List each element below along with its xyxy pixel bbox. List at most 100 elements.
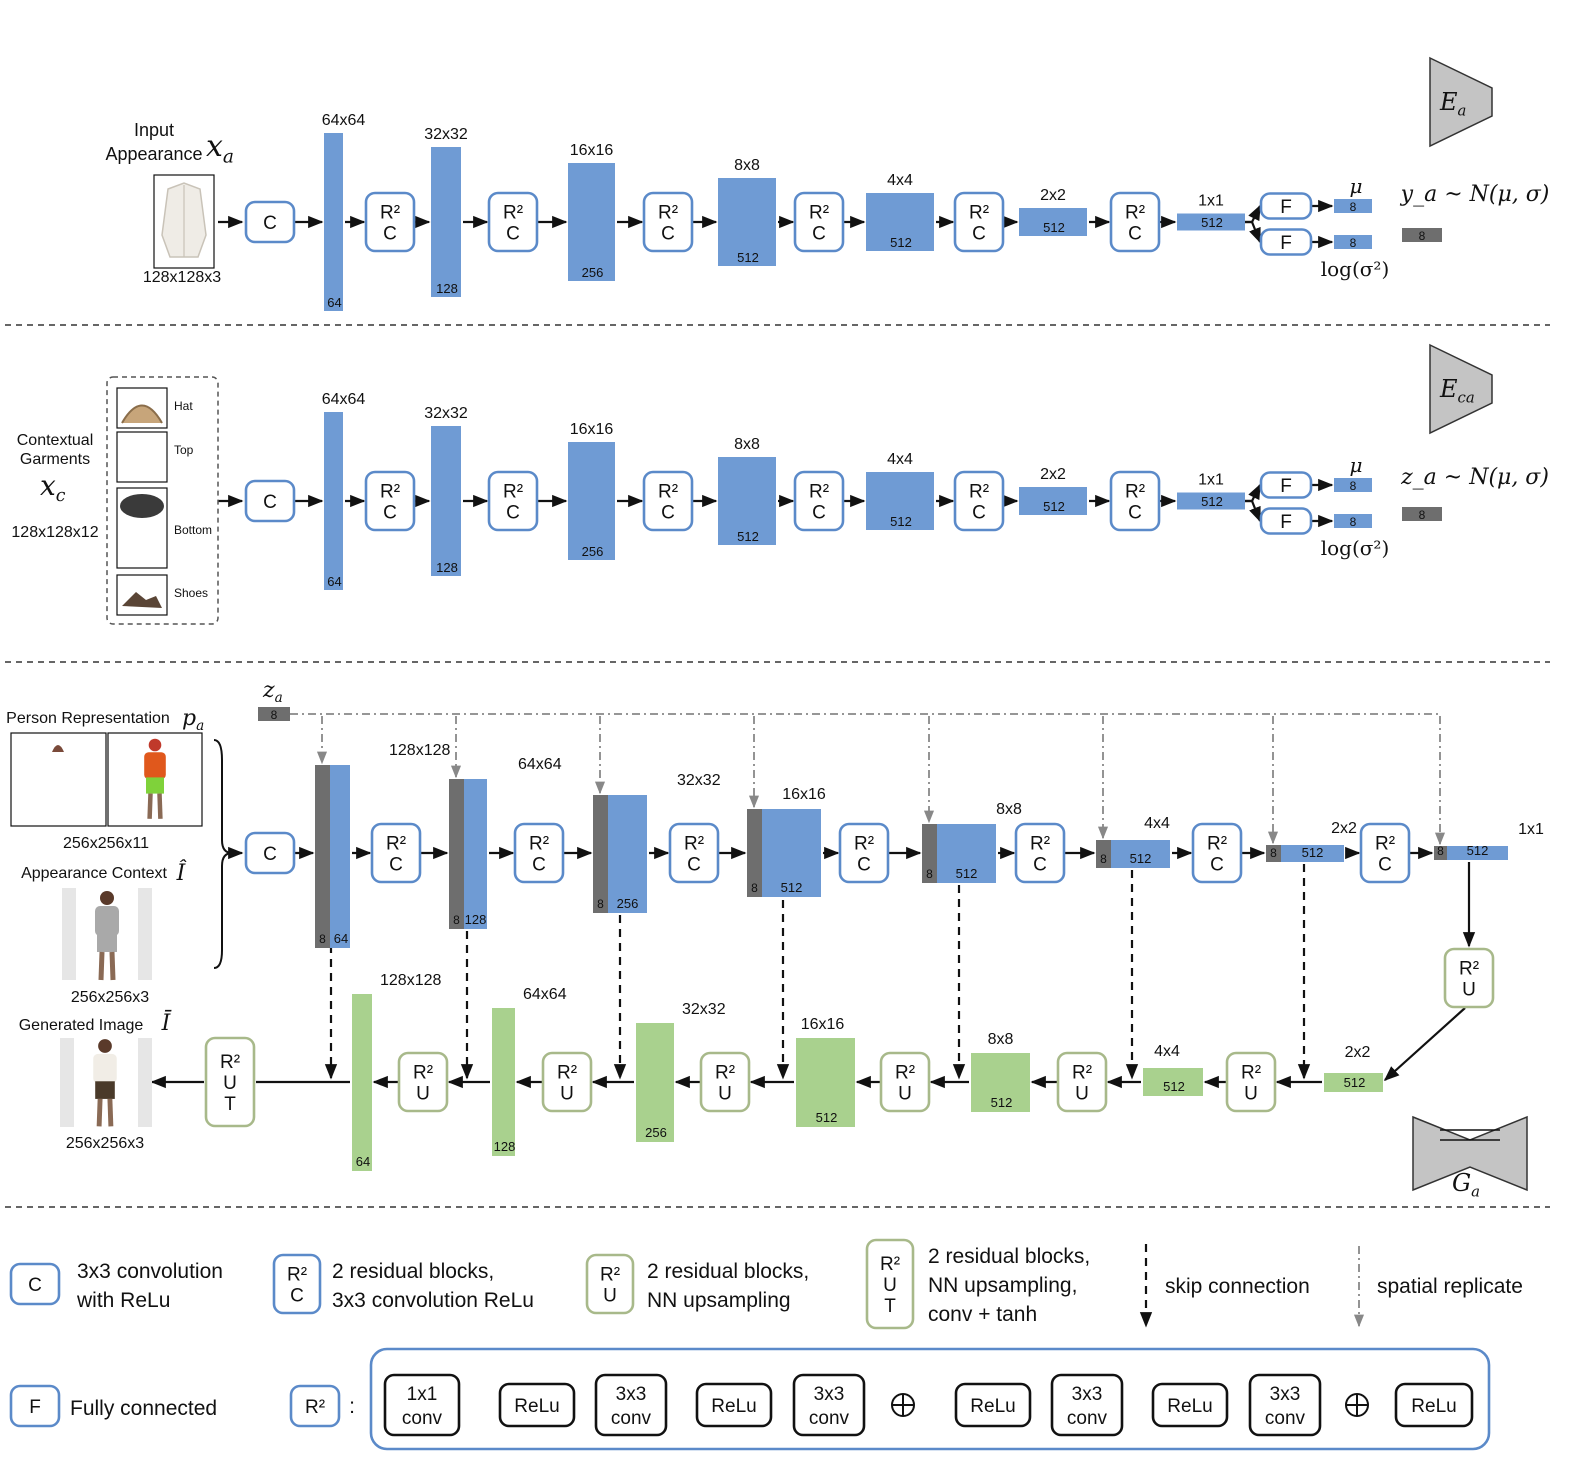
block-size-label: 16x16 <box>801 1016 845 1033</box>
channel-label: 512 <box>781 880 803 895</box>
latent-badge-label: 8 <box>1419 508 1426 522</box>
z-badge <box>258 707 290 721</box>
r2u-box-label: R² <box>557 1063 577 1084</box>
feature-block <box>1111 840 1170 868</box>
decoder-block <box>796 1038 855 1127</box>
latent-badge <box>1402 507 1442 521</box>
r2u-box-label: R² <box>1241 1063 1261 1084</box>
r2u-box-label: R² <box>413 1063 433 1084</box>
context-size: 256x256x3 <box>71 989 149 1006</box>
fc-box-label: F <box>1280 197 1292 218</box>
block-size-label: 4x4 <box>887 451 913 468</box>
replicated-dim-label: 8 <box>926 867 933 881</box>
r2ut-box-label: U <box>223 1073 237 1094</box>
r2c-box-label: R² <box>809 482 829 503</box>
context-image-border <box>62 888 76 980</box>
r2u-box <box>541 1051 593 1113</box>
generator-name-subscript: a <box>1471 1182 1480 1200</box>
r2c-box-label: R² <box>503 482 523 503</box>
r2u-box-label: U <box>560 1084 574 1105</box>
person-size: 256x256x11 <box>63 835 149 852</box>
chain-op-label: 3x3 <box>616 1384 647 1405</box>
r2c-box-label: C <box>506 503 520 524</box>
mu-symbol: μ <box>1350 453 1363 477</box>
r2c-box-label: C <box>661 224 675 245</box>
legend-text: conv + tanh <box>928 1303 1037 1326</box>
legend-r2c-box-label: C <box>290 1286 304 1307</box>
mu-symbol: μ <box>1350 174 1363 198</box>
r2c-box-label: C <box>1033 855 1047 876</box>
chain-op-box <box>498 1382 576 1428</box>
encoder-name-subscript: ca <box>1458 388 1475 406</box>
r2c-box-label: R² <box>809 203 829 224</box>
r2c-box-label: C <box>389 855 403 876</box>
replicated-z-block <box>315 765 330 948</box>
feature-block <box>866 193 934 251</box>
r2u-box-label: U <box>718 1084 732 1105</box>
encoder-name: Eca <box>1439 375 1475 406</box>
garment-label: Shoes <box>174 586 208 600</box>
chain-op-box <box>792 1373 866 1437</box>
legend-text: 2 residual blocks, <box>332 1260 494 1283</box>
block-size-label: 2x2 <box>1040 187 1066 204</box>
channel-label: 64 <box>334 931 348 946</box>
feature-block <box>608 795 647 913</box>
sum-icon-cross <box>1346 1394 1368 1416</box>
garment-thumbnail <box>116 431 168 483</box>
feature-block <box>1177 213 1245 231</box>
r2u-box-label: R² <box>1072 1063 1092 1084</box>
r2c-box <box>668 822 720 884</box>
block-size-label: 64x64 <box>322 112 366 129</box>
context-symbol: Î <box>176 859 187 886</box>
replicated-dim-label: 8 <box>1270 846 1277 860</box>
input-label: Garments <box>20 451 90 468</box>
r2c-box-label: C <box>687 855 701 876</box>
logvar-label: log(σ²) <box>1321 257 1390 281</box>
legend-text: Fully connected <box>70 1397 217 1420</box>
generated-person <box>93 1039 117 1127</box>
chain-op-label: ReLu <box>514 1396 559 1417</box>
legend-c-box-label: C <box>28 1275 42 1296</box>
r2c-box-label: R² <box>529 834 549 855</box>
channel-label: 512 <box>816 1110 838 1125</box>
r2ut-box <box>204 1036 256 1128</box>
replicated-z-block <box>449 779 464 929</box>
pose-person <box>144 738 166 819</box>
channel-label: 512 <box>1344 1075 1366 1090</box>
legend-r2-box-label: R² <box>305 1397 325 1418</box>
r2c-box <box>642 191 694 253</box>
chain-op-box <box>1151 1382 1229 1428</box>
person-bottom <box>97 934 117 952</box>
r2c-box <box>953 191 1005 253</box>
arrow <box>1245 204 1261 224</box>
decoder-block <box>971 1053 1030 1112</box>
block-size-label: 16x16 <box>570 421 614 438</box>
person-symbol: pa <box>182 706 204 734</box>
channel-label: 256 <box>645 1125 667 1140</box>
replicated-dim-label: 8 <box>319 932 326 946</box>
chain-op-label: 1x1 <box>407 1384 438 1405</box>
chain-op-box <box>383 1373 461 1437</box>
channel-label: 512 <box>1201 494 1223 509</box>
legend-c-box <box>9 1262 61 1306</box>
r2c-box <box>953 470 1005 532</box>
r2c-box <box>364 470 416 532</box>
legend-text: spatial replicate <box>1377 1275 1523 1298</box>
r2c-box-label: R² <box>1207 834 1227 855</box>
chain-op-label: conv <box>1067 1408 1108 1429</box>
person-symbol-symbol: p <box>182 706 196 731</box>
legend-f-box <box>9 1384 61 1428</box>
r2u-box-label: U <box>1462 980 1476 1001</box>
r2c-box-label: C <box>383 224 397 245</box>
garment-panel <box>106 376 219 625</box>
r2c-box-label: R² <box>1125 203 1145 224</box>
conv-c-box <box>244 200 296 244</box>
feature-block <box>718 178 776 266</box>
decoder-block <box>1143 1068 1203 1096</box>
r2c-box <box>1109 470 1161 532</box>
legend-r2c-box-label: R² <box>287 1265 307 1286</box>
r2u-box-label: U <box>1075 1084 1089 1105</box>
chain-op-label: 3x3 <box>1270 1384 1301 1405</box>
